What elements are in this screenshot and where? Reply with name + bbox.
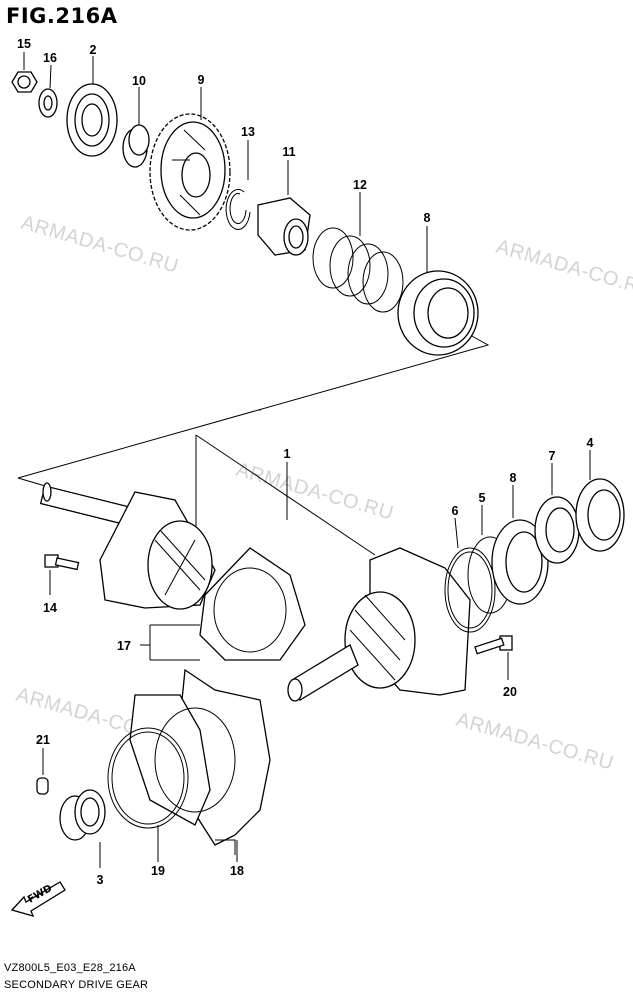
part-12-spring <box>312 192 404 313</box>
callout-2: 2 <box>90 43 97 57</box>
part-20-bolt <box>474 635 513 680</box>
callout-14: 14 <box>43 601 57 615</box>
callout-5: 5 <box>479 491 486 505</box>
part-4-ringnut <box>575 450 625 552</box>
part-3-bearing <box>59 789 106 868</box>
part-8-bearing-mid <box>491 485 549 605</box>
watermark-1: ARMADA-CO.RU <box>19 212 181 278</box>
figure-title: FIG.216A <box>6 4 118 28</box>
part-15-nut <box>11 52 38 93</box>
callout-10: 10 <box>132 74 146 88</box>
part-17-gasket <box>140 547 306 661</box>
part-14-bolt <box>44 554 80 595</box>
callout-8-top: 8 <box>424 211 431 225</box>
callout-12: 12 <box>353 178 367 192</box>
part-8-bearing-top <box>397 226 479 356</box>
assembly-lines <box>17 334 490 556</box>
callout-17: 17 <box>117 639 131 653</box>
callout-4: 4 <box>587 436 594 450</box>
callout-6: 6 <box>452 504 459 518</box>
part-9-gear <box>149 87 231 231</box>
part-6-oring <box>444 517 496 633</box>
callout-19: 19 <box>151 864 165 878</box>
caption-name: SECONDARY DRIVE GEAR <box>4 979 149 991</box>
part-11-hub <box>257 160 311 256</box>
callout-21: 21 <box>36 733 50 747</box>
callout-15: 15 <box>17 37 31 51</box>
callout-8-mid: 8 <box>510 471 517 485</box>
caption-code: VZ800L5_E03_E28_216A <box>4 962 136 974</box>
callout-9: 9 <box>198 73 205 87</box>
callout-1: 1 <box>284 447 291 461</box>
fwd-arrow-icon: FWD <box>10 881 66 917</box>
callout-7: 7 <box>549 449 556 463</box>
callout-11: 11 <box>282 145 295 159</box>
callout-16: 16 <box>43 51 57 65</box>
part-10-collar <box>122 87 150 168</box>
watermarks: ARMADA-CO.RU ARMADA-CO.RU ARMADA-CO.RU A… <box>14 212 633 775</box>
part-7-seal <box>534 463 580 564</box>
watermark-5: ARMADA-CO.RU <box>454 709 616 775</box>
part-16-washer <box>38 64 58 118</box>
part-13-circlip <box>225 140 251 230</box>
part-21-pin <box>36 748 49 795</box>
callout-18: 18 <box>230 864 244 878</box>
part-19-oring <box>107 727 189 862</box>
part-1-shaft-assembly <box>39 462 471 702</box>
callout-13: 13 <box>241 125 255 139</box>
callout-20: 20 <box>503 685 517 699</box>
callouts: 15 16 2 10 9 13 11 12 8 1 4 7 8 5 6 14 1… <box>17 37 593 887</box>
part-18-gasket <box>129 668 271 862</box>
watermark-2: ARMADA-CO.RU <box>494 236 633 302</box>
part-2-bearing <box>66 56 118 157</box>
callout-3: 3 <box>97 873 104 887</box>
